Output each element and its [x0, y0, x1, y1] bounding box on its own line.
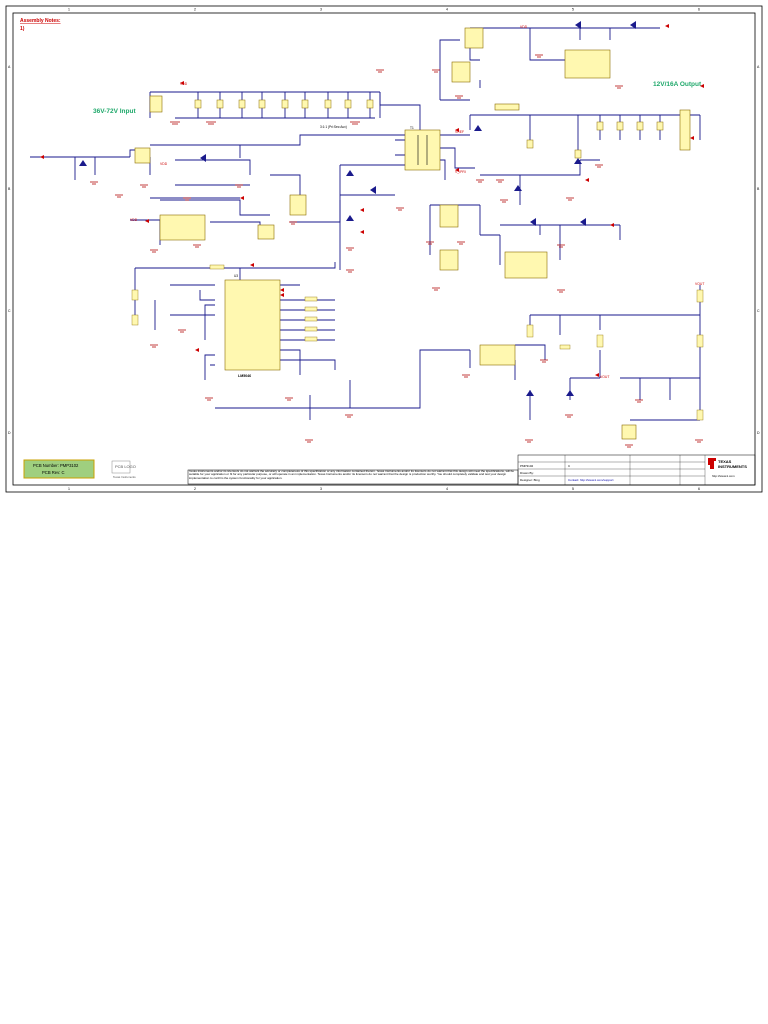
- sync-fet-q8: [439, 249, 459, 271]
- zone-number: 6: [698, 8, 700, 12]
- zone-numbers-top: 1 2 3 4 5 6: [68, 8, 700, 12]
- zone-letter: D: [8, 431, 11, 435]
- zone-letters-right: A B C D: [757, 65, 760, 435]
- pcb-number: PCB Number: PMP3102: [33, 463, 79, 468]
- ti-name-line1: TEXAS: [718, 459, 732, 464]
- zone-number: 5: [572, 487, 574, 491]
- zone-number: 1: [68, 487, 70, 491]
- primary-fet: [289, 194, 307, 216]
- zone-letter: C: [8, 309, 11, 313]
- pcb-logo-box: [111, 460, 131, 474]
- sync-fet-q7: [439, 204, 459, 228]
- sync-fet-q2: [464, 27, 484, 49]
- transformer-ratio-note: 3:1:1 (Pri:Sec:Aux): [320, 125, 347, 129]
- schematic-drawing: 1 2 3 4 5 6 1 2 3 4 5 6 A B C D A B C D …: [5, 5, 763, 493]
- title-block-designer: Designer: Bing: [520, 478, 540, 482]
- zone-number: 1: [68, 8, 70, 12]
- net-label-v-ipri: V_IPRI: [455, 170, 466, 174]
- title-block-contact: Contact: http://www.ti.com/support: [568, 478, 614, 482]
- title-block-drawn: Drawn By:: [520, 471, 534, 475]
- outer-border: [5, 5, 763, 493]
- output-connector: [679, 109, 691, 151]
- title-block-number: PMP3102: [520, 464, 534, 468]
- schematic-sheet: 1 2 3 4 5 6 1 2 3 4 5 6 A B C D A B C D …: [0, 0, 768, 500]
- controller-ref: U3: [234, 274, 238, 278]
- title-block: [517, 454, 756, 486]
- zone-letter: B: [8, 187, 11, 191]
- output-inductor: [494, 103, 520, 111]
- off-page-markers: [40, 24, 704, 377]
- zone-number: 2: [194, 487, 196, 491]
- zone-number: 2: [194, 8, 196, 12]
- zone-letters-left: A B C D: [8, 65, 11, 435]
- zone-letter: C: [757, 309, 760, 313]
- net-label-vout: VOUT: [695, 282, 704, 286]
- input-range-heading: 36V-72V Input: [93, 108, 136, 115]
- transformer-ref: T1: [410, 126, 414, 130]
- wiring: [30, 27, 701, 421]
- zone-letter: A: [8, 65, 11, 69]
- primary-fet-2: [257, 224, 275, 240]
- sync-fet-q3: [451, 61, 471, 83]
- zone-number: 4: [446, 487, 448, 491]
- inner-frame: [12, 12, 756, 486]
- assembly-notes-title: Assembly Notes:: [20, 18, 61, 24]
- title-block-rev: C: [568, 464, 571, 468]
- gate-driver-u1: [159, 214, 206, 241]
- pwm-controller: [224, 279, 281, 371]
- net-labels: VDD VDD VDD VDD VREF V_IPRI VOUT VOUT: [130, 25, 704, 379]
- input-fet: [134, 147, 151, 164]
- zone-number: 6: [698, 487, 700, 491]
- net-label-vdd: VDD: [520, 25, 528, 29]
- ti-name-line2: INSTRUMENTS: [718, 464, 747, 469]
- zone-number: 4: [446, 8, 448, 12]
- net-label-vref: VREF: [455, 130, 464, 134]
- shunt-reference: [621, 424, 637, 440]
- gate-driver-u4: [504, 251, 548, 279]
- zone-letter: B: [757, 187, 760, 191]
- controller-name: LM5046: [238, 374, 251, 378]
- pcb-number-box: [23, 459, 95, 479]
- zone-letter: A: [757, 65, 760, 69]
- input-connector: [149, 95, 163, 113]
- assembly-notes-line: 1): [20, 26, 25, 32]
- net-label-vdd: VDD: [160, 162, 168, 166]
- net-label-vdd: VDD: [130, 218, 138, 222]
- zone-number: 3: [320, 8, 322, 12]
- ti-logo-icon: [708, 458, 716, 469]
- net-label-vout: VOUT: [600, 375, 609, 379]
- zone-numbers-bottom: 1 2 3 4 5 6: [68, 487, 700, 491]
- zone-letter: D: [757, 431, 760, 435]
- transformer-t1: [404, 129, 441, 171]
- optocoupler: [479, 344, 516, 366]
- ti-url: http://www.ti.com: [712, 474, 735, 478]
- disclaimer-text: Texas Instruments and/or its licensors d…: [189, 470, 514, 480]
- ground-symbols: [90, 54, 703, 448]
- components: T1 3:1:1 (Pri:Sec:Aux) U3 LM5046: [79, 21, 704, 440]
- gate-driver-u2: [564, 49, 611, 79]
- output-spec-heading: 12V/16A Output: [653, 81, 702, 88]
- pcb-logo-title: PCB LOGO: [115, 464, 136, 469]
- pcb-revision: PCB Rev: C: [42, 470, 65, 475]
- pcb-logo-caption: Texas Instruments: [113, 475, 136, 479]
- zone-number: 3: [320, 487, 322, 491]
- zone-number: 5: [572, 8, 574, 12]
